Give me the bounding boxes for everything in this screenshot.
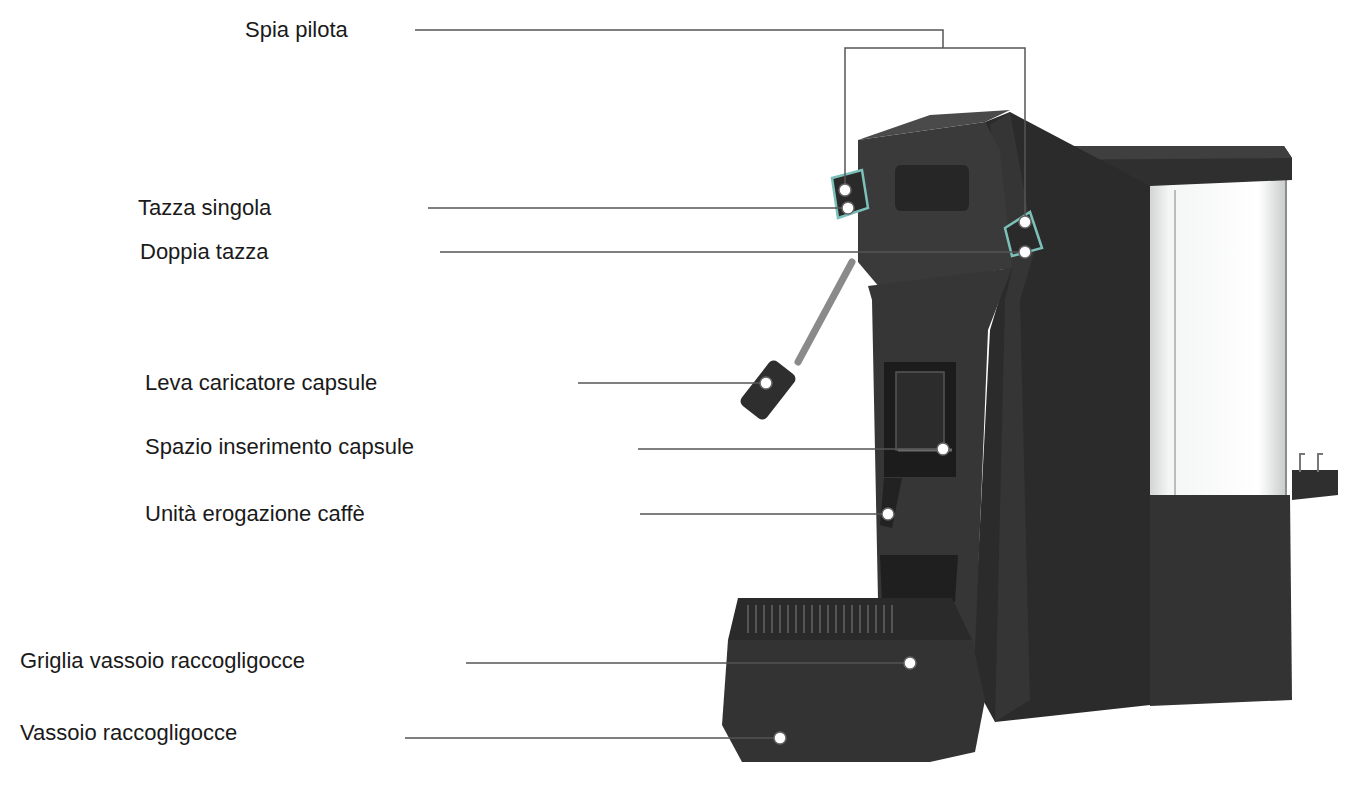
tank-valve-base — [1292, 470, 1338, 500]
head-window — [895, 165, 969, 211]
leader-lines — [405, 30, 1025, 738]
drip-tray-grid — [748, 605, 892, 633]
leader-dots — [760, 184, 1031, 744]
leader-dot — [774, 732, 786, 744]
leader-dot — [839, 184, 851, 196]
part-label: Vassoio raccogligocce — [20, 720, 237, 746]
water-tank — [1148, 178, 1286, 503]
leader-line — [578, 382, 766, 384]
coffee-spout — [880, 478, 902, 528]
leader-dot — [760, 377, 772, 389]
lever-knob — [738, 358, 798, 422]
part-label: Doppia tazza — [140, 239, 268, 265]
part-label: Leva caricatore capsule — [145, 370, 377, 396]
capsule-holder — [896, 372, 944, 450]
leader-line — [640, 513, 888, 515]
leader-dot — [904, 657, 916, 669]
leader-bracket — [845, 48, 1025, 222]
leader-line — [405, 737, 780, 739]
cup-space — [880, 555, 958, 602]
leader-dot — [882, 508, 894, 520]
tank-base — [1142, 495, 1292, 706]
leader-dot — [937, 443, 949, 455]
leader-line — [428, 207, 848, 209]
leader-dot — [842, 202, 854, 214]
capsule-slot — [884, 362, 956, 477]
part-label: Spazio inserimento capsule — [145, 434, 414, 460]
leader-dot — [1019, 216, 1031, 228]
leader-line — [466, 662, 910, 664]
part-label: Unità erogazione caffè — [145, 501, 365, 527]
tank-edge — [1174, 190, 1176, 495]
drip-tray — [722, 640, 985, 762]
head-front — [858, 122, 1012, 288]
part-label: Spia pilota — [245, 17, 348, 43]
leader-line — [638, 448, 943, 450]
leader-dot — [1019, 246, 1031, 258]
leader-line — [415, 30, 943, 48]
lever-arm — [798, 262, 852, 362]
leader-line — [440, 251, 1025, 253]
drip-tray-top — [728, 598, 972, 640]
part-label: Griglia vassoio raccogligocce — [20, 648, 305, 674]
tank-valve — [1300, 454, 1323, 472]
single-cup-button — [832, 170, 868, 218]
part-label: Tazza singola — [138, 195, 271, 221]
